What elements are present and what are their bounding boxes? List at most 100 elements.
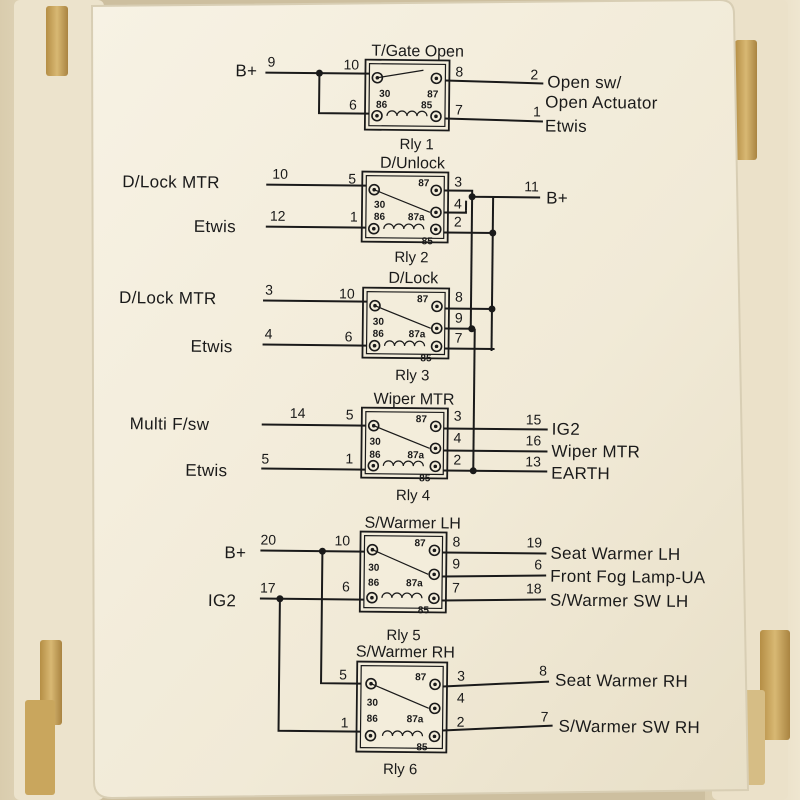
relay-6: S/Warmer RH 30 87 86 87a 85 5 3 4 1 2 Rl… — [277, 551, 700, 778]
svg-text:3: 3 — [454, 174, 462, 190]
svg-text:30: 30 — [368, 563, 380, 574]
svg-text:30: 30 — [379, 89, 391, 100]
svg-text:87a: 87a — [408, 212, 425, 223]
svg-text:6: 6 — [342, 578, 350, 594]
svg-text:S/Warmer SW LH: S/Warmer SW LH — [550, 591, 689, 611]
svg-text:86: 86 — [374, 212, 386, 223]
relay-name: Rly 4 — [396, 487, 430, 504]
svg-text:30: 30 — [373, 317, 385, 328]
svg-text:8: 8 — [455, 289, 463, 305]
svg-text:85: 85 — [419, 473, 431, 484]
svg-text:2: 2 — [530, 66, 538, 82]
svg-text:85: 85 — [422, 236, 434, 247]
relay-title: D/Lock — [388, 270, 439, 288]
svg-text:Etwis: Etwis — [185, 461, 227, 480]
svg-text:11: 11 — [524, 178, 539, 194]
svg-text:7: 7 — [455, 102, 463, 118]
svg-text:5: 5 — [339, 666, 347, 682]
svg-text:EARTH: EARTH — [551, 464, 610, 484]
svg-text:D/Lock MTR: D/Lock MTR — [122, 172, 220, 192]
svg-text:Etwis: Etwis — [194, 217, 236, 236]
svg-text:1: 1 — [350, 208, 358, 224]
relay-3: D/Lock 30 87 86 87a 85 10 8 9 6 7 Rly 3 … — [119, 270, 496, 384]
svg-text:1: 1 — [341, 714, 349, 730]
svg-text:6: 6 — [345, 328, 353, 344]
svg-text:Open Actuator: Open Actuator — [545, 93, 658, 113]
relay-4: Wiper MTR 30 87 86 87a 85 5 3 4 1 2 Rly … — [130, 391, 641, 505]
svg-text:15: 15 — [526, 411, 542, 427]
svg-text:85: 85 — [421, 100, 433, 111]
svg-text:7: 7 — [455, 330, 463, 346]
svg-text:B+: B+ — [235, 61, 257, 80]
relay-name: Rly 1 — [399, 136, 433, 153]
svg-text:8: 8 — [539, 662, 547, 678]
relay-title: S/Warmer LH — [364, 515, 460, 533]
svg-text:Seat Warmer LH: Seat Warmer LH — [550, 544, 680, 564]
relay-1: T/Gate Open 30 87 86 85 10 8 6 7 Rly 1 B… — [235, 43, 658, 154]
svg-text:12: 12 — [270, 208, 286, 224]
svg-text:85: 85 — [420, 353, 432, 364]
svg-text:9: 9 — [452, 556, 460, 572]
svg-text:Wiper MTR: Wiper MTR — [551, 442, 640, 462]
relay-name: Rly 6 — [383, 761, 417, 778]
label-panel — [90, 0, 750, 800]
svg-text:D/Lock MTR: D/Lock MTR — [119, 288, 217, 308]
svg-text:18: 18 — [526, 580, 542, 596]
svg-text:4: 4 — [265, 326, 273, 342]
svg-text:16: 16 — [526, 432, 542, 448]
svg-text:Open sw/: Open sw/ — [547, 73, 621, 93]
svg-text:8: 8 — [452, 534, 460, 550]
svg-text:87a: 87a — [406, 578, 423, 589]
svg-text:5: 5 — [348, 170, 356, 186]
svg-text:4: 4 — [457, 690, 465, 706]
svg-text:85: 85 — [418, 605, 430, 616]
svg-text:87a: 87a — [409, 329, 426, 340]
svg-text:1: 1 — [345, 450, 353, 466]
svg-text:2: 2 — [457, 714, 465, 730]
relay-title: Wiper MTR — [373, 391, 454, 409]
svg-text:7: 7 — [452, 580, 460, 596]
relay-5: S/Warmer LH 30 87 86 87a 85 10 8 9 6 7 R… — [208, 515, 706, 645]
svg-text:Etwis: Etwis — [190, 337, 232, 356]
latch-tab — [760, 630, 790, 740]
svg-text:30: 30 — [369, 437, 381, 448]
svg-text:87: 87 — [415, 672, 427, 683]
svg-text:9: 9 — [267, 54, 275, 70]
svg-text:87: 87 — [427, 89, 439, 100]
svg-text:87: 87 — [414, 538, 426, 549]
svg-text:3: 3 — [454, 408, 462, 424]
svg-text:6: 6 — [349, 96, 357, 112]
latch-tab — [735, 40, 757, 160]
svg-text:87: 87 — [417, 294, 429, 305]
svg-text:6: 6 — [534, 556, 542, 572]
svg-text:86: 86 — [376, 100, 388, 111]
svg-text:30: 30 — [374, 200, 386, 211]
svg-text:9: 9 — [455, 310, 463, 326]
svg-text:Multi F/sw: Multi F/sw — [130, 414, 210, 434]
latch-tab — [46, 6, 68, 76]
relay-title: S/Warmer RH — [356, 644, 455, 662]
svg-text:8: 8 — [455, 64, 463, 80]
svg-text:5: 5 — [346, 406, 354, 422]
svg-text:10: 10 — [272, 166, 288, 182]
svg-text:B+: B+ — [546, 189, 568, 208]
svg-text:10: 10 — [339, 285, 355, 301]
svg-text:87: 87 — [418, 178, 430, 189]
svg-text:86: 86 — [369, 450, 381, 461]
svg-text:17: 17 — [260, 580, 276, 596]
svg-text:Front Fog Lamp-UA: Front Fog Lamp-UA — [550, 567, 706, 588]
svg-text:Seat Warmer RH: Seat Warmer RH — [555, 671, 688, 691]
svg-text:2: 2 — [454, 214, 462, 230]
svg-text:86: 86 — [367, 714, 379, 725]
svg-text:2: 2 — [453, 452, 461, 468]
relay-2: D/Unlock 30 87 86 87a 85 5 3 4 1 2 Rly 2… — [122, 155, 568, 267]
svg-text:87a: 87a — [407, 714, 424, 725]
svg-text:30: 30 — [367, 698, 379, 709]
svg-text:86: 86 — [373, 329, 385, 340]
svg-text:19: 19 — [526, 534, 542, 550]
svg-text:14: 14 — [290, 405, 306, 421]
svg-text:7: 7 — [541, 708, 549, 724]
svg-text:20: 20 — [260, 532, 276, 548]
svg-text:87a: 87a — [407, 450, 424, 461]
